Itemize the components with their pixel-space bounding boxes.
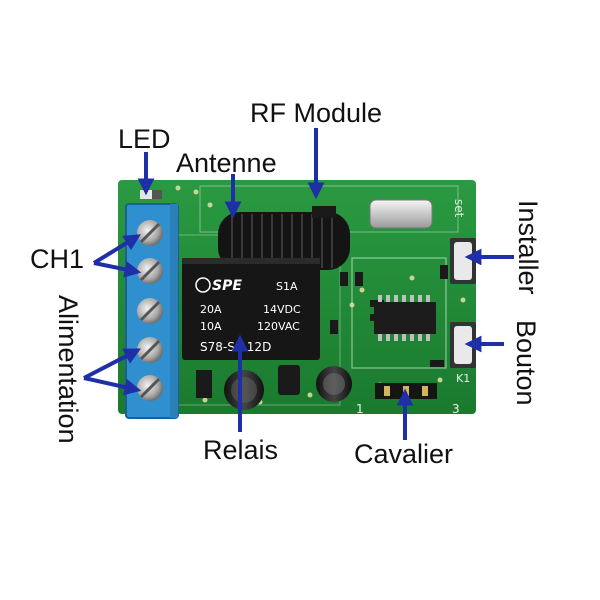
relay-logo-icon bbox=[195, 277, 211, 293]
installer-label: Installer bbox=[513, 200, 543, 295]
relay-line2-right: 120VAC bbox=[257, 320, 300, 333]
relay-line1-left: 20A bbox=[200, 303, 222, 316]
capacitors bbox=[224, 366, 352, 410]
k1-marking: K1 bbox=[456, 372, 470, 385]
annotation-arrows bbox=[83, 128, 514, 440]
led-component bbox=[140, 190, 162, 199]
relay-rating: S1A bbox=[276, 280, 298, 293]
pin3-marking: 3 bbox=[452, 402, 460, 416]
relay-line1-right: 14VDC bbox=[263, 303, 301, 316]
pin1-marking: 1 bbox=[356, 402, 364, 416]
crystal-oscillator bbox=[369, 199, 433, 229]
relais-label: Relais bbox=[203, 435, 279, 465]
terminal-screws bbox=[137, 220, 163, 401]
relay-line2-left: 10A bbox=[200, 320, 222, 333]
bouton-label: Bouton bbox=[511, 320, 541, 406]
relay-model: S78-S-112D bbox=[200, 340, 271, 354]
terminal-block bbox=[125, 203, 179, 419]
led-label: LED bbox=[118, 124, 171, 154]
ic-chip bbox=[374, 295, 436, 341]
alim-arrow-bottom bbox=[83, 376, 142, 396]
alim-arrow-top bbox=[83, 348, 141, 380]
alimentation-label: Alimentation bbox=[53, 295, 83, 444]
rf-module-label: RF Module bbox=[250, 98, 383, 128]
board-silkscreen: set K1 1 3 bbox=[356, 199, 470, 416]
antenne-label: Antenne bbox=[176, 148, 277, 178]
ch1-label: CH1 bbox=[30, 244, 85, 274]
ch1-arrow-bottom bbox=[93, 261, 142, 278]
relay-component: SPE S1A 20A 14VDC 10A 120VAC S78-S-112D bbox=[182, 258, 320, 360]
ch1-arrow-top bbox=[92, 234, 141, 265]
cavalier-label: Cavalier bbox=[354, 439, 454, 469]
set-marking: set bbox=[452, 199, 466, 218]
relay-brand: SPE bbox=[212, 278, 242, 294]
